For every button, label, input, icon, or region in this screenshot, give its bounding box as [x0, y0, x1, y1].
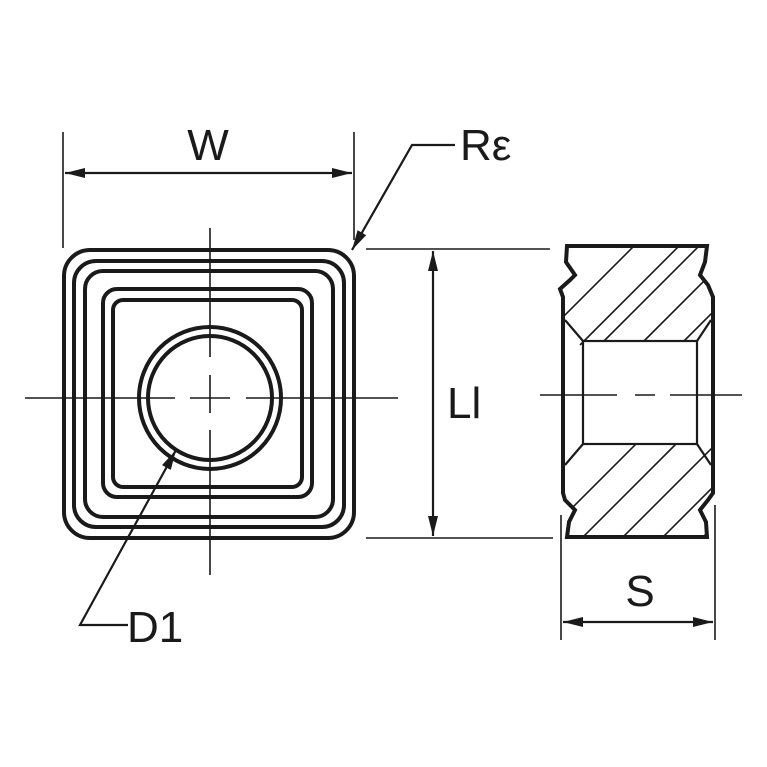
chipbreaker-edge [72, 259, 346, 529]
hole-section [581, 339, 699, 446]
chipbreaker-edge [83, 269, 335, 519]
hole-diameter-label: D1 [127, 603, 183, 652]
width-label: W [187, 121, 229, 170]
outer-edge [62, 248, 356, 540]
corner-radius-label: Rε [460, 121, 511, 170]
length-label: Ll [447, 379, 481, 428]
side-view [540, 244, 742, 539]
thickness-dimension: S [560, 505, 716, 640]
insert-profile [557, 244, 715, 539]
corner-radius-dimension: Rε [351, 121, 511, 251]
land-edge [111, 298, 304, 489]
top-view [25, 228, 398, 575]
hole-diameter-dimension: D1 [78, 449, 183, 652]
land-edge [101, 287, 314, 499]
section-hatching [560, 246, 713, 537]
thickness-label: S [625, 567, 654, 616]
length-dimension: Ll [366, 248, 553, 539]
width-dimension: W [62, 121, 355, 248]
